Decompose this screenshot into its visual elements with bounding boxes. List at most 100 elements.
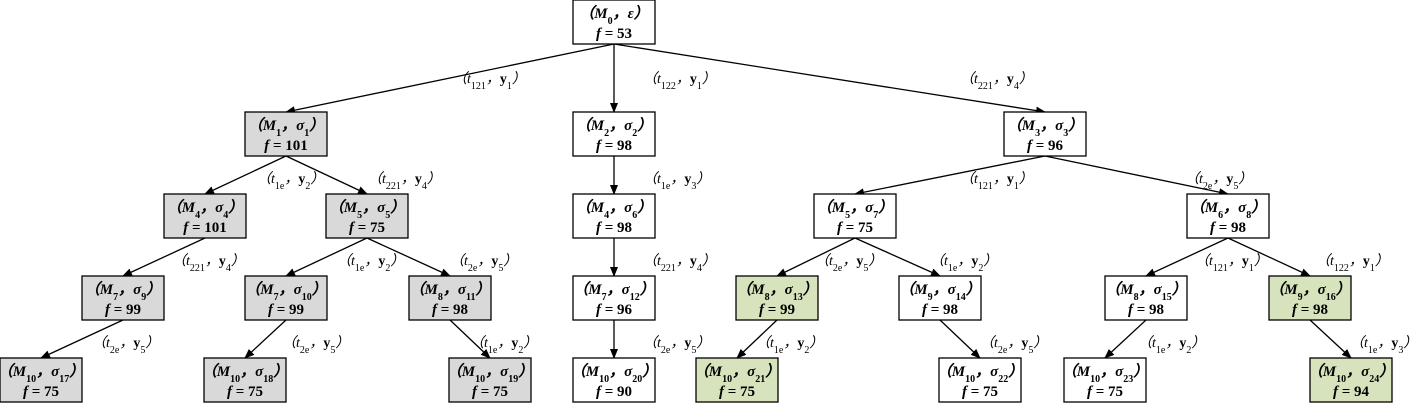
tree-node-n21: （M10，σ21）f = 75 — [694, 357, 780, 403]
node-f-value: f = 75 — [472, 384, 508, 400]
node-marking-label: （M9，σ16） — [1269, 280, 1350, 303]
node-marking-label: （M10，σ19） — [447, 362, 533, 385]
edge-arrow-n7-n13 — [776, 237, 856, 277]
node-marking-label: （M7，σ12） — [573, 280, 654, 303]
node-f-value: f = 75 — [23, 384, 59, 400]
tree-node-n12: （M7，σ12）f = 96 — [572, 275, 656, 321]
edge-arrow-n0-n3 — [613, 43, 1046, 115]
node-f-value: f = 99 — [268, 302, 304, 318]
node-marking-label: （M10，σ20） — [571, 362, 657, 385]
tree-node-n7: （M5，σ7）f = 75 — [813, 193, 897, 239]
node-f-value: f = 98 — [432, 302, 468, 318]
edge-label-n6-n12: （t221，y4） — [643, 253, 716, 274]
node-box — [0, 357, 83, 403]
tree-node-n16: （M9，σ16）f = 98 — [1268, 275, 1352, 321]
node-f-value: f = 75 — [349, 220, 385, 236]
node-marking-label: （M10，σ22） — [937, 362, 1023, 385]
edge-label-n8-n16: （t122，y1） — [1316, 253, 1389, 274]
edge-arrow-n5-n11 — [366, 237, 451, 277]
node-box — [448, 357, 532, 403]
edge-label-n5-n11: （t2e，y5） — [450, 253, 517, 274]
node-box — [572, 193, 656, 239]
edge-arrow-n1-n4 — [204, 155, 287, 195]
node-marking-label: （M3，σ3） — [1007, 116, 1083, 139]
node-box — [203, 357, 287, 403]
node-box — [1186, 193, 1270, 239]
edge-label-n15-n23: （t1e，y2） — [1138, 335, 1205, 356]
node-f-value: f = 101 — [183, 220, 227, 236]
node-f-value: f = 98 — [1128, 302, 1164, 318]
node-marking-label: （M10，σ17） — [0, 362, 84, 385]
node-box — [898, 275, 982, 321]
tree-node-n17: （M10，σ17）f = 75 — [0, 357, 84, 403]
node-f-value: f = 94 — [1333, 384, 1370, 400]
node-marking-label: （M4，σ4） — [167, 198, 243, 221]
edge-arrow-n8-n16 — [1227, 237, 1311, 277]
node-marking-label: （M0，ε） — [579, 4, 649, 27]
edge-label-n8-n15: （t121，y1） — [1195, 253, 1268, 274]
tree-node-n5: （M5，σ5）f = 75 — [325, 193, 409, 239]
node-marking-label: （M8，σ13） — [736, 280, 817, 303]
edge-label-n12-n20: （t2e，y5） — [643, 335, 710, 356]
node-f-value: f = 53 — [596, 26, 632, 42]
edge-label-n13-n21: （t1e，y2） — [756, 335, 823, 356]
edge-arrow-n9-n17 — [40, 319, 124, 359]
edge-label-n0-n1: （t121，y1） — [453, 71, 526, 92]
node-f-value: f = 75 — [962, 384, 998, 400]
tree-node-n19: （M10，σ19）f = 75 — [447, 357, 533, 403]
node-box — [572, 357, 656, 403]
tree-node-n22: （M10，σ22）f = 75 — [937, 357, 1023, 403]
node-marking-label: （M9，σ14） — [899, 280, 980, 303]
edge-arrow-n0-n1 — [285, 43, 615, 115]
edge-label-n1-n4: （t1e，y2） — [257, 171, 324, 192]
node-marking-label: （M10，σ21） — [694, 362, 780, 385]
node-box — [1104, 275, 1188, 321]
edge-label-n16-n24: （t1e，y3） — [1350, 335, 1415, 356]
node-box — [81, 275, 165, 321]
edge-arrow-n7-n14 — [854, 237, 941, 277]
node-marking-label: （M5，σ7） — [817, 198, 893, 221]
node-marking-label: （M5，σ5） — [329, 198, 405, 221]
edge-label-n10-n18: （t2e，y5） — [282, 335, 349, 356]
node-f-value: f = 75 — [719, 384, 755, 400]
node-marking-label: （M10，σ23） — [1062, 362, 1148, 385]
edge-label-n14-n22: （t2e，y5） — [980, 335, 1047, 356]
tree-node-n3: （M3，σ3）f = 96 — [1003, 111, 1087, 157]
node-box — [1063, 357, 1147, 403]
node-box — [244, 111, 328, 157]
node-marking-label: （M10，σ24） — [1308, 362, 1394, 385]
edge-arrow-n8-n15 — [1145, 237, 1229, 277]
node-marking-label: （M7，σ10） — [245, 280, 326, 303]
edge-label-n3-n7: （t121，y1） — [960, 171, 1033, 192]
tree-node-n4: （M4，σ4）f = 101 — [163, 193, 247, 239]
edge-label-n11-n19: （t1e，y2） — [470, 335, 537, 356]
node-box — [1268, 275, 1352, 321]
tree-node-n23: （M10，σ23）f = 75 — [1062, 357, 1148, 403]
edge-label-n7-n14: （t1e，y2） — [930, 253, 997, 274]
node-f-value: f = 96 — [596, 302, 633, 318]
edge-arrow-n14-n22 — [939, 319, 981, 359]
node-marking-label: （M8，σ11） — [410, 280, 491, 303]
edge-arrow-n3-n8 — [1044, 155, 1229, 197]
node-box — [572, 0, 656, 45]
node-box — [695, 357, 779, 403]
edge-arrow-n11-n19 — [449, 319, 491, 359]
edge-arrow-n13-n21 — [736, 319, 778, 359]
tree-node-n9: （M7，σ9）f = 99 — [81, 275, 165, 321]
node-marking-label: （M8，σ15） — [1105, 280, 1186, 303]
edge-arrow-n3-n7 — [854, 155, 1046, 197]
tree-node-n0: （M0，ε）f = 53 — [572, 0, 656, 45]
node-f-value: f = 96 — [1027, 138, 1064, 154]
node-box — [735, 275, 819, 321]
node-marking-label: （M1，σ1） — [248, 116, 324, 139]
tree-node-n6: （M4，σ6）f = 98 — [572, 193, 656, 239]
node-marking-label: （M10，σ18） — [202, 362, 288, 385]
tree-node-n13: （M8，σ13）f = 99 — [735, 275, 819, 321]
node-box — [813, 193, 897, 239]
node-f-value: f = 98 — [596, 220, 632, 236]
edge-arrow-n5-n10 — [285, 237, 368, 277]
tree-node-n20: （M10，σ20）f = 90 — [571, 357, 657, 403]
edge-label-n9-n17: （t2e，y5） — [92, 335, 159, 356]
edge-labels-layer: （t121，y1）（t122，y1）（t221，y4）（t1e，y2）（t221… — [92, 71, 1415, 356]
